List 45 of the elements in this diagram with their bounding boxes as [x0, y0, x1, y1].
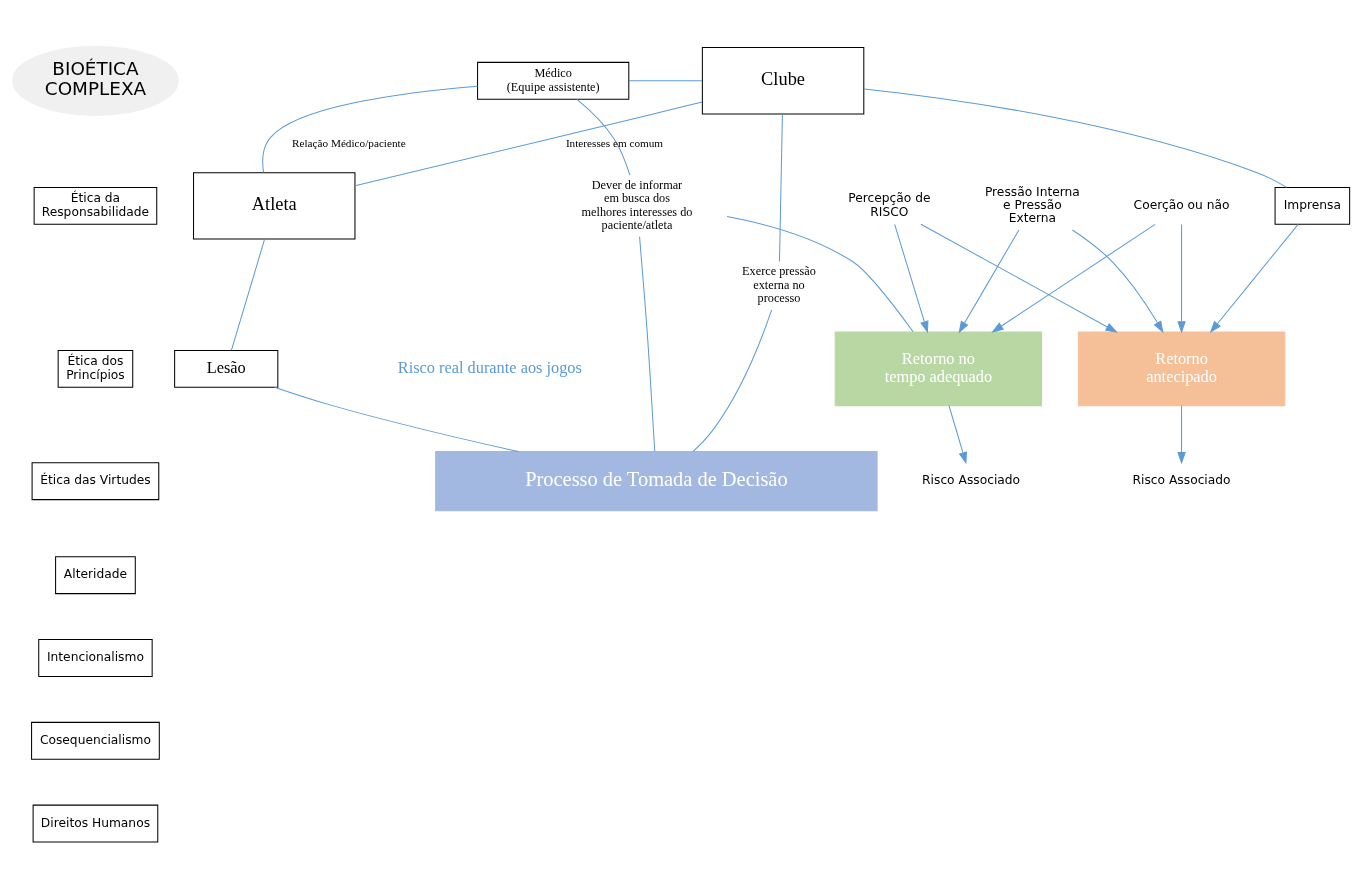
- node-box: Direitos Humanos: [32, 804, 159, 843]
- arrow: [1071, 229, 1164, 334]
- connector: [778, 113, 783, 262]
- node-text: Dever de informar em busca dos melhores interesses do paciente/atleta: [581, 178, 693, 232]
- connector: [354, 101, 703, 187]
- arrow: [894, 223, 929, 334]
- arrow: [1209, 223, 1299, 334]
- node-text: Exerce pressão externa no processo: [742, 264, 816, 306]
- node-box: Imprensa: [1274, 186, 1351, 225]
- node-text: Coerção ou não: [1133, 198, 1230, 213]
- arrow: [1177, 223, 1186, 334]
- edge-label: Interesses em comum: [565, 136, 664, 149]
- node-box: Alteridade: [55, 556, 136, 595]
- node-box: Lesão: [174, 349, 279, 388]
- node-box: Intencionalismo: [38, 639, 153, 677]
- node-text: Risco Associado: [922, 473, 1021, 488]
- node-box: Processo de Tomada de Decisão: [435, 451, 878, 512]
- node-box: Retorno no tempo adequado: [834, 331, 1043, 407]
- edge-label: Relação Médico/paciente: [291, 136, 406, 149]
- node-box: Atleta: [193, 172, 356, 240]
- node-box: Ética das Virtudes: [31, 462, 160, 501]
- connector: [576, 98, 631, 176]
- connector: [274, 386, 519, 453]
- connector: [726, 216, 914, 333]
- arrow: [948, 405, 967, 465]
- node-box: Ética da Responsabilidade: [33, 186, 158, 225]
- node-box: Clube: [701, 47, 865, 115]
- label: Risco real durante aos jogos: [397, 357, 582, 377]
- node-text: Risco Associado: [1132, 473, 1231, 488]
- node-box: Retorno antecipado: [1077, 331, 1286, 407]
- arrow: [920, 223, 1118, 333]
- connector: [628, 80, 703, 82]
- arrow: [1177, 405, 1186, 465]
- connector: [692, 309, 773, 452]
- connector: [639, 236, 656, 453]
- connector: [230, 238, 266, 351]
- node-box: Ética dos Princípios: [57, 349, 134, 388]
- node-text: Percepção de RISCO: [848, 191, 931, 219]
- node-box: Médico (Equipe assistente): [477, 61, 630, 100]
- arrow: [958, 229, 1020, 334]
- node-text: Pressão Interna e Pressão Externa: [984, 184, 1080, 226]
- node-box: Cosequencialismo: [31, 721, 160, 760]
- connector: [863, 88, 1288, 188]
- connector: [262, 85, 478, 173]
- arrow: [991, 223, 1156, 333]
